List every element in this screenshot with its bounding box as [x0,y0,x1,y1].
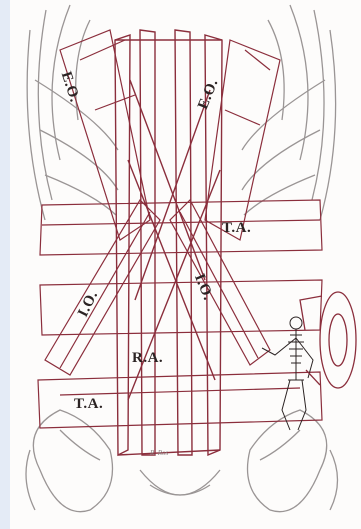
external-obliques [60,30,280,240]
label-transverse-abdominis-left: T.A. [74,397,103,412]
tape-roll [300,292,356,388]
ribcage [27,5,335,220]
pelvis [26,410,338,512]
label-transverse-abdominis-right: T.A. [222,221,251,236]
artist-signature: R. Ros [150,449,168,457]
label-rectus-abdominis: R.A. [132,351,163,366]
